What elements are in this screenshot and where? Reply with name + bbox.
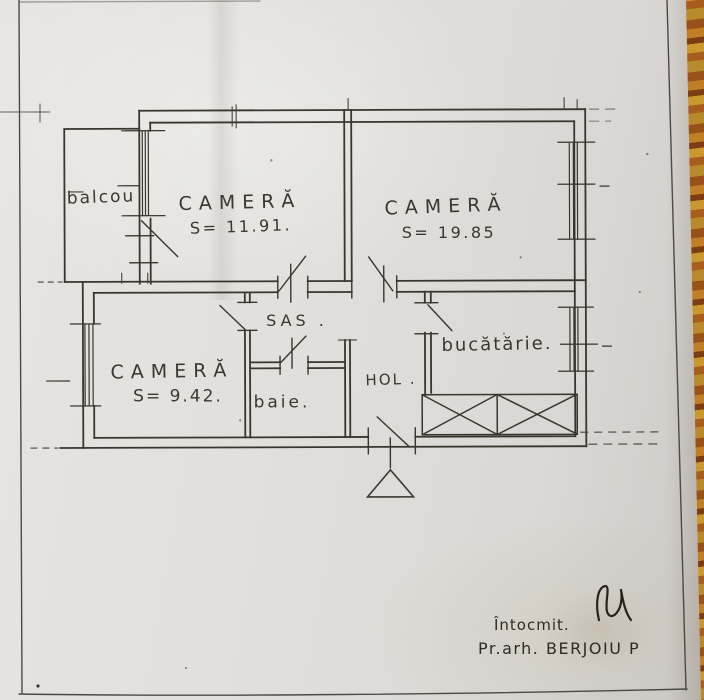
room-label-kitchen: bucătărie.: [441, 333, 553, 356]
windows: [46, 130, 612, 407]
room-label-balcony: balcou: [66, 186, 136, 209]
room-label-camera3: CAMERĂ: [110, 359, 234, 384]
room-label-sas: SAS .: [266, 311, 328, 330]
kitchen-crossed-block: [421, 393, 579, 436]
room-label-hol: HOL .: [365, 369, 417, 390]
signature-block: Întocmit. Pr.arh. BERJOIU P: [478, 614, 640, 661]
doors: [124, 220, 453, 469]
signature-line2: Pr.arh. BERJOIU P: [478, 638, 641, 658]
signature-line1: Întocmit.: [494, 616, 570, 634]
paper-crease: [208, 0, 238, 300]
room-area-camera2: S= 19.85: [401, 223, 497, 242]
walls: [59, 108, 588, 449]
paper-smudge: [545, 590, 655, 670]
architect-signature-mark: [596, 585, 633, 622]
ink-dots: [239, 152, 649, 422]
axis-ticks: [30, 97, 661, 449]
room-label-camera1: CAMERĂ: [178, 189, 302, 216]
entrance-triangle: [365, 468, 416, 498]
room-area-camera3: S= 9.42.: [133, 386, 223, 407]
room-label-camera2: CAMERĂ: [384, 193, 508, 220]
room-label-baie: baie.: [253, 392, 311, 413]
room-area-camera1: S= 11.91.: [189, 215, 293, 238]
